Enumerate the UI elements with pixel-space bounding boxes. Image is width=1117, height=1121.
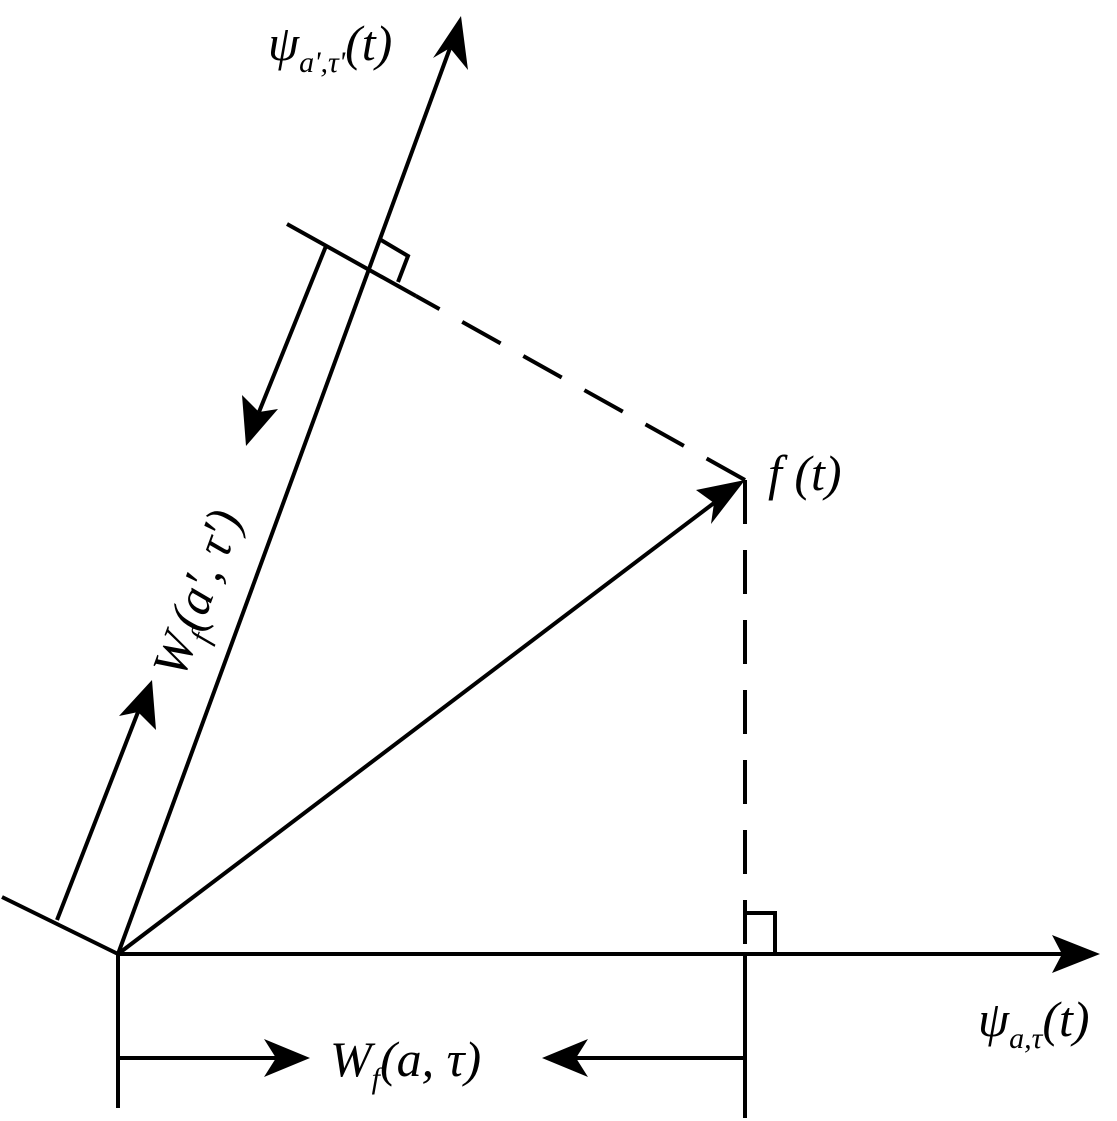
w-prime-dimension-line-up (55, 711, 140, 921)
w-prime-dimension-line-down (257, 245, 328, 413)
w-dimension-arrowhead-left (542, 1039, 588, 1077)
right-angle-marker-tilted (379, 238, 411, 283)
psi-a-tau-axis-arrowhead (1052, 935, 1100, 973)
projection-dash-to-psi-prime (415, 294, 746, 482)
w-prime-dimension-arrowhead-down (242, 395, 278, 446)
w-prime-dimension-arrowhead-up (119, 680, 156, 730)
psi-a-prime-tau-prime-axis-arrowhead (433, 16, 468, 70)
psi-a-prime-tau-prime-label: ψa',τ'(t) (268, 15, 392, 79)
f-vector (116, 501, 716, 956)
w-a-prime-tau-prime-label: Wf(a′, τ′) (141, 502, 260, 687)
psi-a-tau-label: ψa,τ(t) (978, 991, 1090, 1055)
f-vector-label: f (t) (768, 445, 842, 501)
psi-a-prime-tau-prime-axis (116, 47, 452, 955)
w-dimension-arrowhead-right (264, 1039, 310, 1077)
tilted-projection-tick-top (286, 222, 417, 298)
tilted-projection-tick-origin (1, 895, 119, 956)
right-angle-marker-horizontal (745, 911, 777, 954)
w-a-tau-label: Wf(a, τ) (330, 1031, 481, 1095)
f-vector-arrowhead (696, 480, 745, 524)
